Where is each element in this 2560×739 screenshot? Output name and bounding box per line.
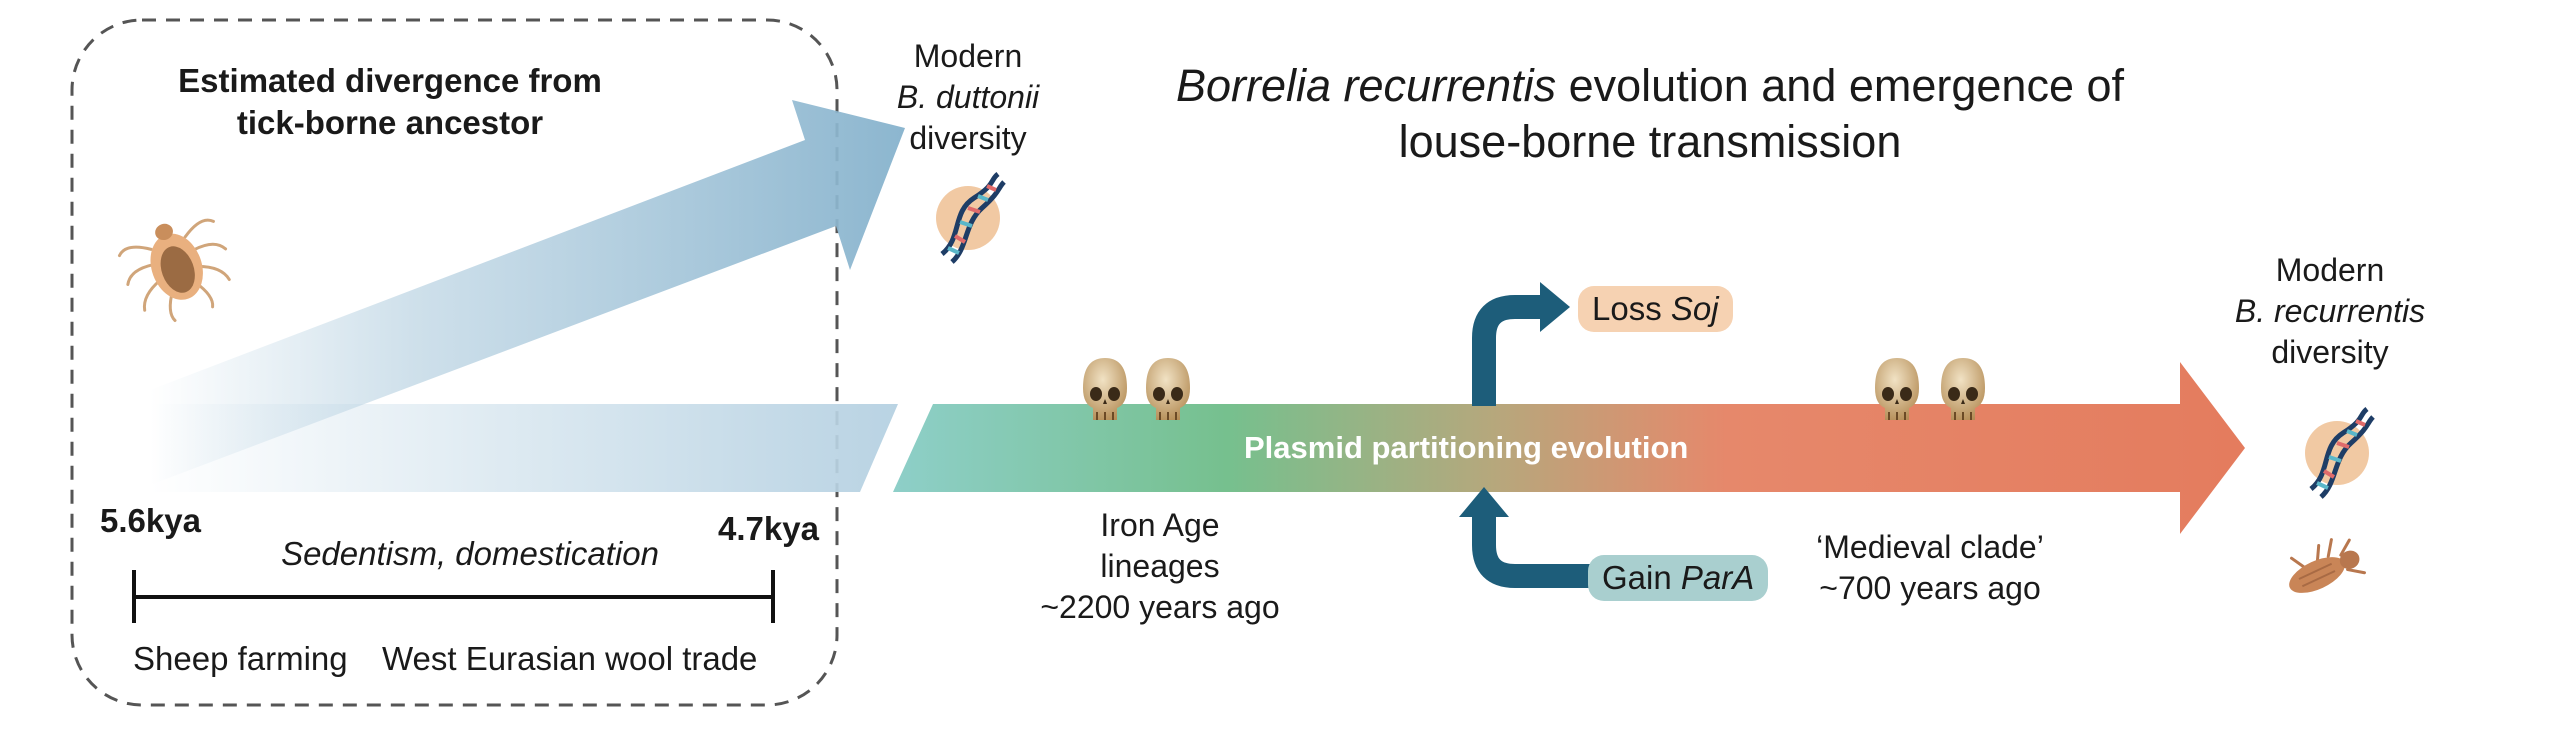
divergence-heading-line1: Estimated divergence from [178, 62, 602, 99]
divergence-heading: Estimated divergence from tick-borne anc… [120, 60, 660, 144]
title-line2: louse-borne transmission [1398, 116, 1902, 167]
modern-duttonii-species: B. duttonii [896, 79, 1040, 115]
gain-branch-arrow [1472, 515, 1594, 588]
loss-word: Loss [1592, 290, 1662, 327]
loss-arrowhead [1540, 282, 1570, 332]
modern-recurrentis-line3: diversity [2271, 334, 2389, 370]
gain-word: Gain [1602, 559, 1672, 596]
loss-branch-arrow [1472, 295, 1543, 406]
timeline-start-label: 5.6kya [100, 502, 201, 539]
modern-recurrentis-line1: Modern [2275, 252, 2385, 288]
iron-age-line3: ~2200 years ago [1040, 589, 1280, 625]
divergence-heading-line2: tick-borne ancestor [236, 104, 544, 141]
timeline-end-label: 4.7kya [718, 510, 819, 547]
medieval-line1: ‘Medieval clade’ [1816, 529, 2044, 565]
modern-duttonii-label: Modern B. duttonii diversity [868, 36, 1068, 159]
iron-age-line1: Iron Age [1100, 507, 1220, 543]
timeline-caption: Sedentism, domestication [281, 535, 659, 572]
modern-recurrentis-species: B. recurrentis [2234, 293, 2426, 329]
modern-recurrentis-label: Modern B. recurrentis diversity [2210, 250, 2450, 373]
main-arrow-label: Plasmid partitioning evolution [1244, 430, 1689, 465]
medieval-line2: ~700 years ago [1819, 570, 2041, 606]
title-species: Borrelia recurrentis [1175, 60, 1557, 111]
skull-icon [1146, 358, 1190, 420]
dna-icon [936, 172, 1006, 264]
pale-blue-band [150, 404, 898, 492]
gain-arrowhead [1459, 487, 1509, 517]
skull-icon [1083, 358, 1127, 420]
skull-icon [1875, 358, 1919, 420]
dna-icon [2305, 407, 2375, 499]
gain-gene: ParA [1680, 559, 1755, 596]
divergence-box [70, 18, 839, 707]
iron-age-line2: lineages [1100, 548, 1220, 584]
skull-icon [1941, 358, 1985, 420]
timeline-left-below: Sheep farming [133, 640, 348, 677]
loss-soj-pill: Loss Soj [1578, 286, 1733, 332]
figure-title: Borrelia recurrentis evolution and emerg… [1100, 58, 2200, 170]
louse-icon [2289, 538, 2366, 593]
tick-icon [117, 218, 231, 323]
medieval-clade-label: ‘Medieval clade’ ~700 years ago [1780, 527, 2080, 609]
modern-duttonii-line1: Modern [913, 38, 1023, 74]
loss-gene: Soj [1670, 290, 1719, 327]
blue-diagonal-arrow [150, 100, 905, 485]
iron-age-label: Iron Age lineages ~2200 years ago [1010, 505, 1310, 628]
gain-para-pill: Gain ParA [1588, 555, 1769, 601]
title-line1-rest: evolution and emergence of [1556, 60, 2125, 111]
modern-duttonii-line3: diversity [909, 120, 1027, 156]
timeline-right-below: West Eurasian wool trade [382, 640, 758, 677]
